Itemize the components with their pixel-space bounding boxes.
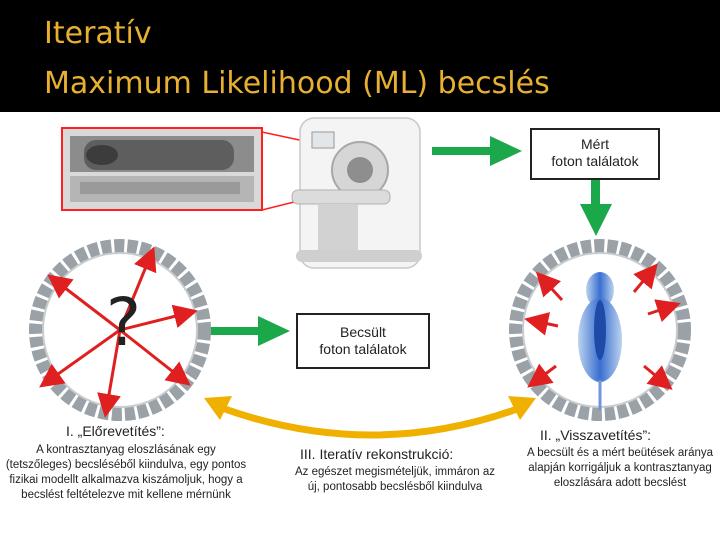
estimated-hits-line2: foton találatok — [319, 341, 407, 357]
detector-ring-left — [29, 239, 211, 421]
forward-projection-title: I. „Előrevetítés”: — [66, 423, 165, 439]
measured-hits-box: Mért foton találatok — [530, 128, 660, 180]
back-projection-title: II. „Visszavetítés”: — [540, 427, 651, 443]
forward-projection-text: A kontrasztanyag eloszlásának egy (tetsz… — [5, 444, 247, 501]
measured-hits-line2: foton találatok — [551, 153, 639, 169]
arrow-measured-down — [580, 180, 612, 236]
measured-hits-line1: Mért — [581, 136, 609, 152]
question-mark: ? — [106, 284, 142, 361]
iterative-reconstruction-text: Az egészet megismételjük, immáron az új,… — [294, 466, 496, 493]
slide-title-line2: Maximum Likelihood (ML) becslés — [44, 66, 550, 101]
iteration-curve-arrow — [204, 396, 536, 439]
ct-scanner-image — [291, 117, 422, 269]
slide-title-line1: Iteratív — [44, 16, 152, 51]
animal-bed-image — [61, 127, 263, 211]
iterative-reconstruction-title: III. Iteratív rekonstrukció: — [300, 446, 454, 462]
estimated-hits-line1: Becsült — [340, 324, 386, 340]
arrow-forward-to-estimated — [208, 316, 290, 346]
mouse-scan-image — [578, 272, 622, 410]
detector-ring-right — [509, 239, 691, 421]
back-projection-text: A becsült és a mért beütések aránya alap… — [526, 447, 714, 489]
estimated-hits-box: Becsült foton találatok — [296, 313, 430, 369]
arrow-scanner-to-measured — [432, 136, 522, 166]
title-bar — [0, 0, 720, 112]
